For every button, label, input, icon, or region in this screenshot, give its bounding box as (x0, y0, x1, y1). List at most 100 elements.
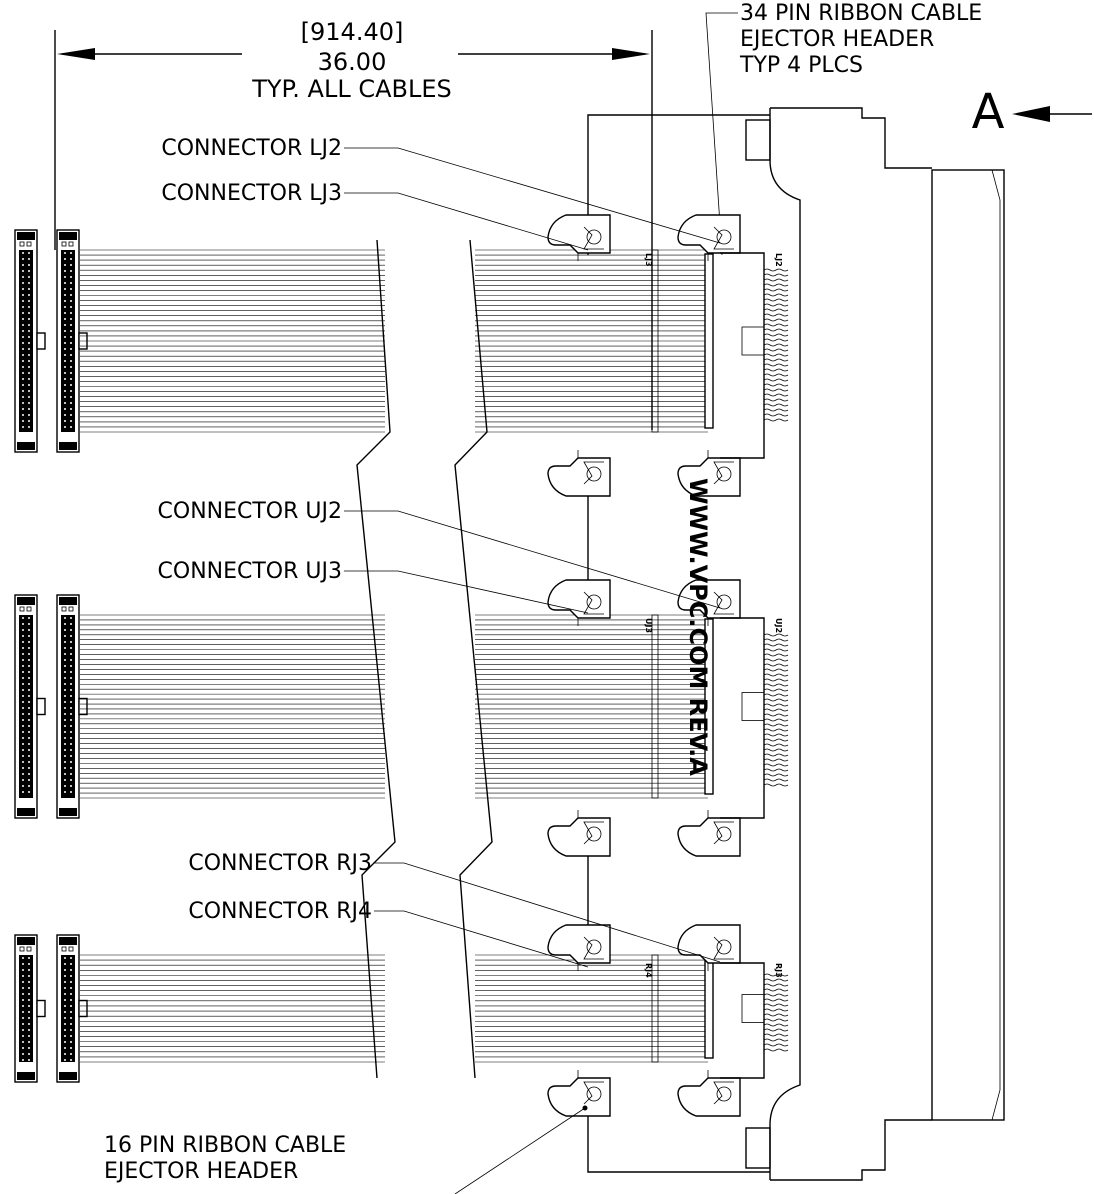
left-plug-outer-uj-pin (22, 671, 24, 673)
left-plug-inner-lj-pin (70, 312, 72, 314)
left-plug-inner-lj-pin (70, 252, 72, 254)
left-plug-outer-rj-pin (28, 975, 30, 977)
left-plug-inner-uj-pin (70, 659, 72, 661)
header-pin-row (763, 348, 789, 352)
header-pin-row (763, 1033, 789, 1037)
left-plug-inner-lj-pin (70, 396, 72, 398)
left-plug-outer-lj-pin (22, 390, 24, 392)
ribbon-wires-lj (80, 249, 708, 433)
left-plug-outer-rj-pin (22, 999, 24, 1001)
left-plug-inner-rj-pin (64, 1047, 66, 1049)
left-plug-outer-uj-pin (22, 677, 24, 679)
faceplate-edge (769, 108, 801, 1180)
left-plug-outer-lj-key-a (19, 241, 25, 247)
left-plug-outer-rj-pin (28, 999, 30, 1001)
left-plug-inner-rj-pin (70, 969, 72, 971)
latch-left-top-lj-arm (583, 226, 604, 250)
ribbon-clamp-lj (651, 249, 659, 433)
left-plug-inner-lj-pin (64, 366, 66, 368)
header-pin-row (763, 743, 789, 747)
left-plug-inner-uj-pin (64, 671, 66, 673)
left-plug-inner-uj-polarization-key (78, 697, 88, 716)
left-plug-inner-lj-pin (64, 306, 66, 308)
left-plug-outer-rj-pin (22, 1011, 24, 1013)
left-plug-outer-lj-pin (22, 330, 24, 332)
left-plug-inner-lj-pin (64, 402, 66, 404)
left-plug-outer-uj-pin (22, 641, 24, 643)
header-pins-lj (763, 268, 789, 422)
left-plug-outer-lj-pin (28, 348, 30, 350)
left-plug-inner-lj-pin (70, 390, 72, 392)
left-plug-inner-rj-pin (64, 981, 66, 983)
header-pin-row (763, 283, 789, 287)
left-plug-inner-lj-pin (64, 396, 66, 398)
view-a-indicator: A (972, 84, 1092, 140)
left-plug-outer-lj-pin (28, 390, 30, 392)
left-plug-inner-uj-pin (64, 767, 66, 769)
left-plug-inner-uj-top-cap (59, 597, 77, 605)
left-plug-inner-uj-pin (64, 659, 66, 661)
left-plug-inner-uj-pin (70, 617, 72, 619)
header-pin-row (763, 783, 789, 787)
left-plug-outer-lj-pin (22, 300, 24, 302)
silkscreen-uj2: UJ2 (774, 618, 783, 633)
left-plug-inner-uj-pin (70, 779, 72, 781)
left-plug-outer-uj-pin (28, 671, 30, 673)
front-panel (931, 169, 1005, 1121)
header-pin-row (763, 993, 789, 997)
header-pin-row (763, 413, 789, 417)
header-pin-row (763, 303, 789, 307)
latch-right-bottom-rj (677, 1070, 741, 1117)
left-plug-inner-lj-pin (70, 354, 72, 356)
header-key-slot-uj (741, 692, 765, 721)
left-plug-inner-lj-pin (64, 414, 66, 416)
left-plug-inner-uj-pin (64, 719, 66, 721)
leader-uj3 (344, 570, 589, 614)
left-plug-inner-uj-pin (70, 695, 72, 697)
left-plug-outer-uj-pin (28, 665, 30, 667)
left-plug-outer-rj-pin (22, 1041, 24, 1043)
silkscreen-rj4: RJ4 (644, 963, 653, 978)
latch-right-bottom-rj-pin (716, 1086, 732, 1102)
left-plug-outer-uj-pin (28, 779, 30, 781)
left-plug-inner-uj-pin (70, 683, 72, 685)
length-dimension: [914.40] 36.00 TYP. ALL CABLES (54, 18, 653, 430)
left-plug-outer-lj-pin (28, 372, 30, 374)
header-body-lj (720, 252, 765, 459)
left-plug-outer-rj-pin (22, 1029, 24, 1031)
latch-right-bottom-lj-arm (713, 461, 734, 485)
header-pin-row (763, 418, 789, 422)
latch-left-bottom-lj (547, 450, 611, 497)
left-plug-inner-rj-pin (70, 1041, 72, 1043)
ribbon-wires-rj (80, 954, 708, 1063)
left-plug-outer-lj-pin (22, 270, 24, 272)
left-plug-inner-rj-pin (64, 1035, 66, 1037)
left-plug-outer-uj-pin (28, 647, 30, 649)
left-plug-inner-uj-pin (64, 683, 66, 685)
leader-rj4 (374, 910, 589, 968)
left-plug-outer-uj-pin (22, 665, 24, 667)
ribbon-clamp-rj (651, 954, 659, 1063)
latch-left-top-uj (547, 579, 611, 626)
left-plug-outer-uj-pin (28, 737, 30, 739)
left-plug-inner-rj-pin (70, 993, 72, 995)
left-plug-outer-uj-pin (22, 785, 24, 787)
left-plug-outer-uj-pin (28, 773, 30, 775)
left-plug-inner-uj-pin (70, 653, 72, 655)
header-pin-row (763, 758, 789, 762)
header-pin-row (763, 718, 789, 722)
left-plug-outer-lj-pin (22, 342, 24, 344)
left-plug-outer-uj-pin (28, 749, 30, 751)
left-plug-inner-uj-pin (70, 647, 72, 649)
header-pin-row (763, 768, 789, 772)
label-connector-lj3: CONNECTOR LJ3 (161, 181, 342, 206)
left-plug-outer-lj-pin (28, 330, 30, 332)
left-plug-outer-uj-pin (28, 713, 30, 715)
left-plug-inner-lj-pin (64, 252, 66, 254)
left-plug-inner-rj-pin (70, 1011, 72, 1013)
left-plug-inner-uj-pin (64, 677, 66, 679)
left-plug-outer-uj-pin (22, 743, 24, 745)
arrowhead-right (612, 48, 650, 60)
latch-right-bottom-lj-pin (716, 466, 732, 482)
left-plug-outer-lj-pin (22, 402, 24, 404)
